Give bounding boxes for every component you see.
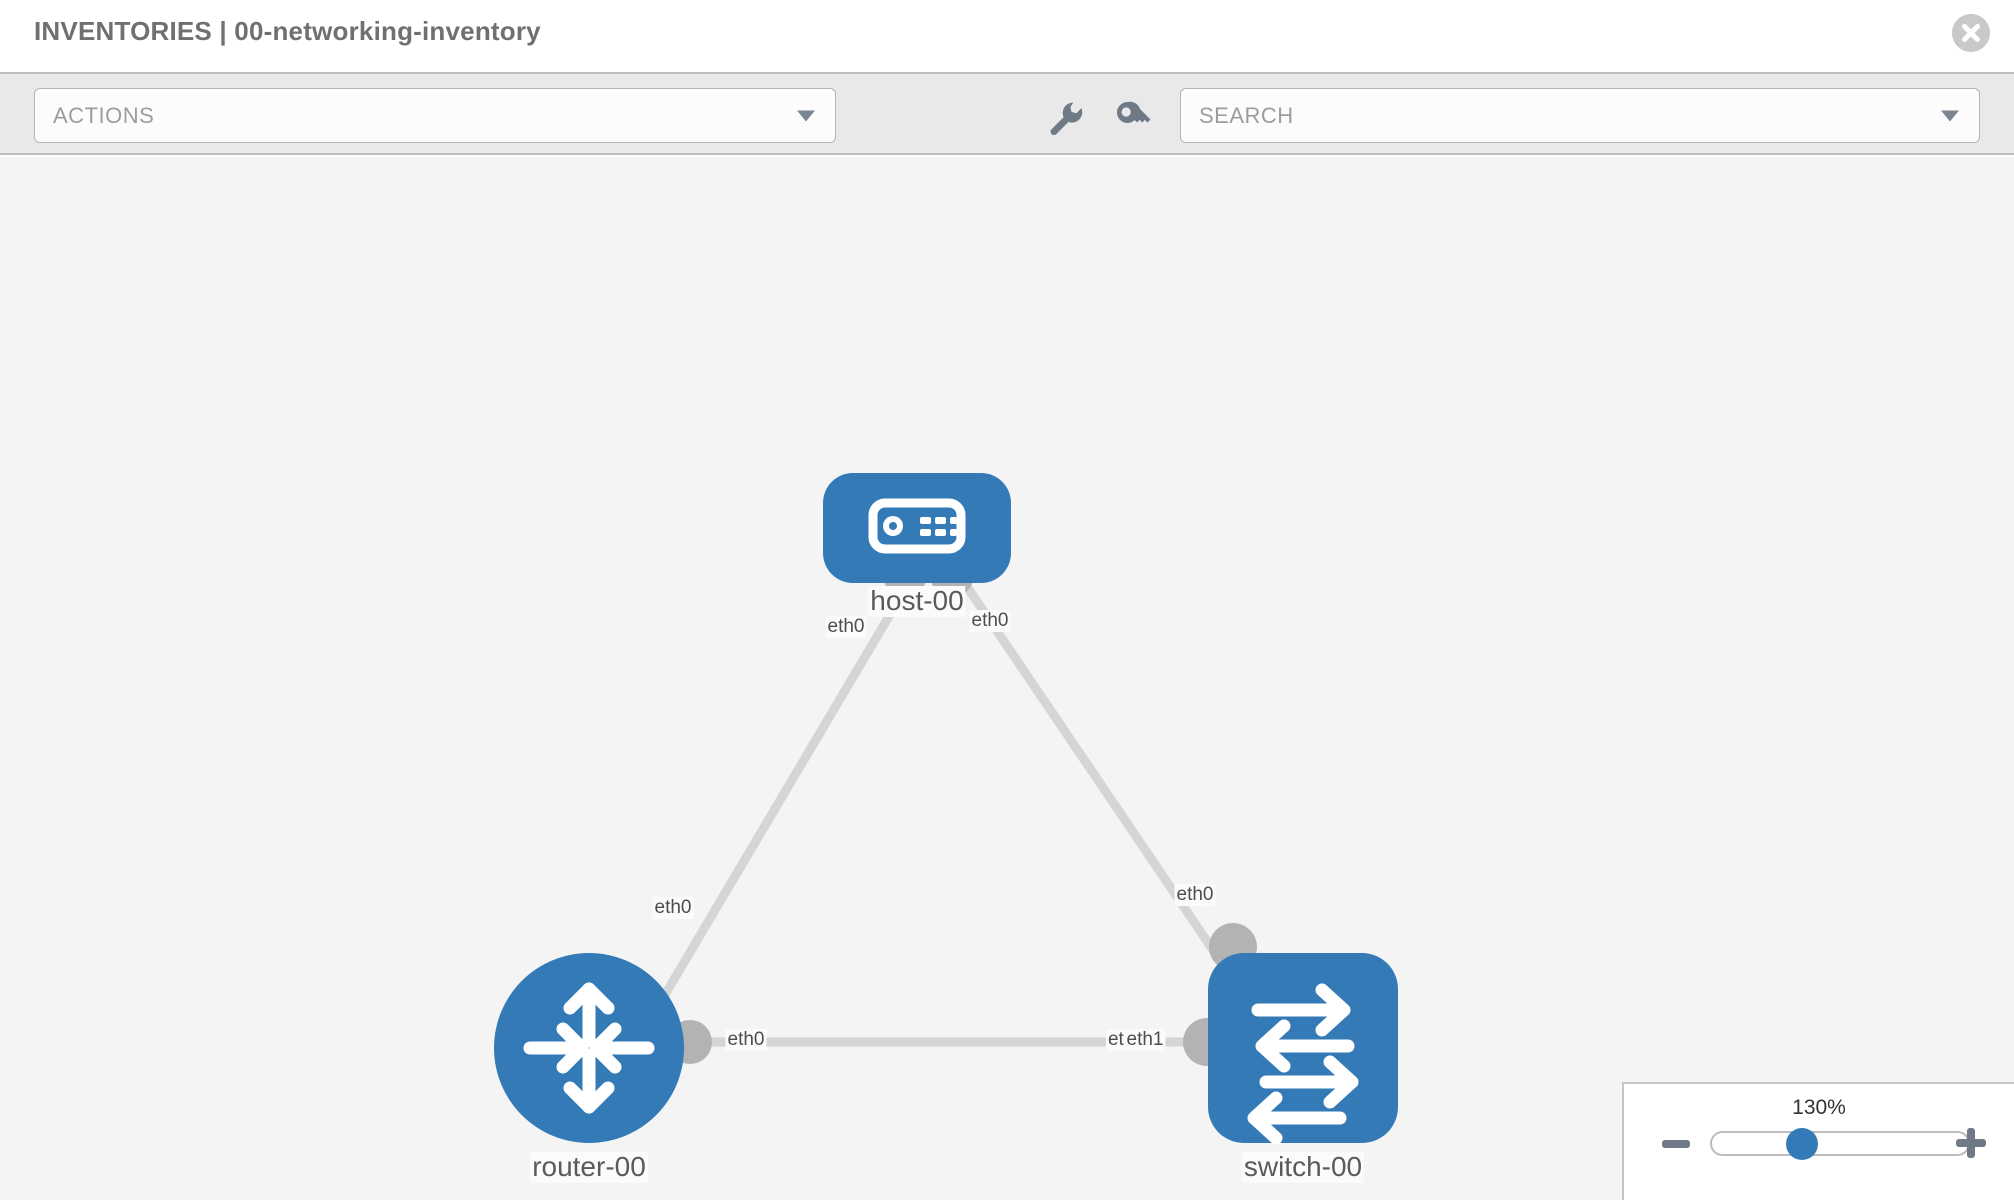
node-label-switch-00: switch-00 bbox=[1241, 1151, 1365, 1183]
edge-host-switch bbox=[951, 566, 1242, 990]
actions-dropdown[interactable]: ACTIONS bbox=[34, 88, 836, 143]
chevron-down-icon[interactable] bbox=[1941, 110, 1959, 121]
zoom-level-value: 130% bbox=[1792, 1096, 1846, 1119]
topology-edges bbox=[656, 566, 1242, 1047]
topology-ports bbox=[668, 553, 1257, 1066]
iface-label: eth0 bbox=[725, 1029, 767, 1051]
router-icon bbox=[523, 982, 655, 1114]
server-icon-vents bbox=[920, 517, 957, 536]
server-icon bbox=[868, 498, 966, 554]
iface-label: etl bbox=[1105, 1029, 1131, 1051]
node-router-00 bbox=[494, 953, 684, 1143]
search-input[interactable] bbox=[1199, 89, 1899, 142]
edge-host-router bbox=[656, 566, 921, 1006]
wrench-icon[interactable] bbox=[1043, 96, 1085, 138]
switch-icon bbox=[1247, 983, 1359, 1145]
iface-label: eth0 bbox=[969, 610, 1011, 632]
topology-graph[interactable] bbox=[0, 157, 2014, 1200]
node-label-router-00: router-00 bbox=[530, 1151, 648, 1183]
iface-label: eth0 bbox=[825, 616, 867, 638]
topology-toolbar: ACTIONS bbox=[0, 72, 2014, 155]
key-icon[interactable] bbox=[1112, 96, 1154, 138]
page-title: INVENTORIES | 00-networking-inventory bbox=[34, 16, 541, 46]
zoom-slider-thumb[interactable] bbox=[1786, 1128, 1818, 1160]
node-switch-00 bbox=[1208, 953, 1398, 1145]
iface-label: eth0 bbox=[652, 897, 694, 919]
chevron-down-icon bbox=[797, 110, 815, 121]
zoom-in-button[interactable] bbox=[1956, 1128, 1986, 1158]
search-field-wrapper[interactable] bbox=[1180, 88, 1980, 143]
iface-label: eth1 bbox=[1124, 1029, 1166, 1051]
node-label-host-00: host-00 bbox=[868, 585, 966, 617]
node-host-00 bbox=[823, 473, 1011, 583]
close-icon[interactable] bbox=[1952, 14, 1990, 52]
zoom-slider-track[interactable] bbox=[1710, 1131, 1970, 1156]
page-header: INVENTORIES | 00-networking-inventory bbox=[0, 0, 2014, 72]
iface-label: eth0 bbox=[1174, 884, 1216, 906]
zoom-control-panel: 130% bbox=[1622, 1082, 2014, 1200]
topology-canvas[interactable]: host-00 router-00 switch-00 eth0 eth0 et… bbox=[0, 157, 2014, 1200]
zoom-out-button[interactable] bbox=[1662, 1140, 1690, 1148]
actions-dropdown-label: ACTIONS bbox=[53, 102, 155, 128]
